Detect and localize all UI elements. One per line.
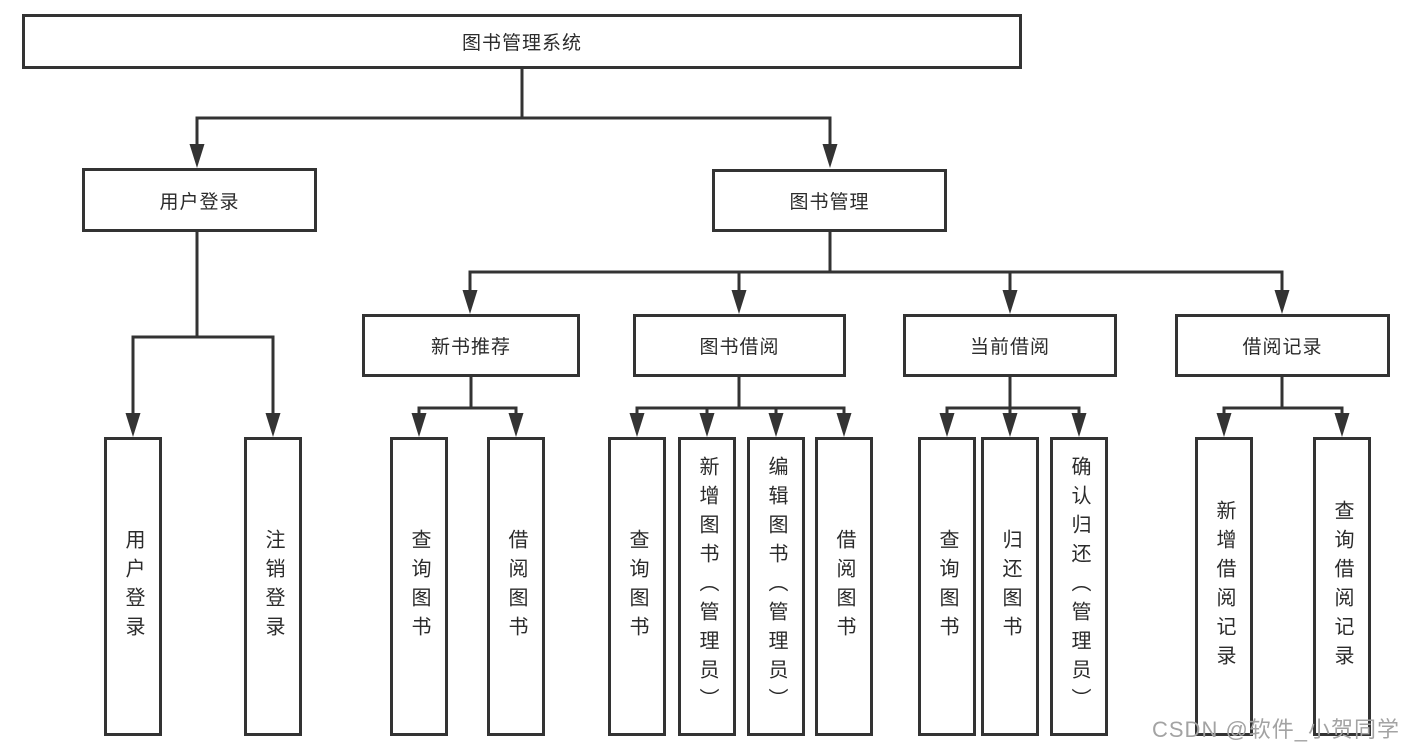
node-current-borrow: 当前借阅 bbox=[903, 314, 1117, 377]
leaf-query-books-borrow-label: 查询图书 bbox=[626, 528, 648, 645]
node-new-book-recommend: 新书推荐 bbox=[362, 314, 580, 377]
arrowhead bbox=[1071, 413, 1087, 437]
leaf-borrow-books-label: 借阅图书 bbox=[833, 528, 855, 645]
node-root-system: 图书管理系统 bbox=[22, 14, 1022, 69]
arrowhead bbox=[508, 413, 524, 437]
node-book-management: 图书管理 bbox=[712, 169, 947, 232]
arrowhead bbox=[462, 290, 478, 314]
leaf-borrow-books: 借阅图书 bbox=[815, 437, 873, 736]
leaf-return-books: 归还图书 bbox=[981, 437, 1039, 736]
connector-user-login-to-leaves bbox=[125, 230, 281, 437]
arrowhead bbox=[629, 413, 645, 437]
arrowhead bbox=[1216, 413, 1232, 437]
leaf-user-login-label: 用户登录 bbox=[122, 528, 144, 645]
leaf-add-borrow-record-label: 新增借阅记录 bbox=[1213, 499, 1235, 674]
leaf-query-borrow-record-label: 查询借阅记录 bbox=[1331, 499, 1353, 674]
leaf-confirm-return-admin: 确认归还（管理员） bbox=[1050, 437, 1108, 736]
arrowhead bbox=[699, 413, 715, 437]
node-current-borrow-label: 当前借阅 bbox=[969, 337, 1050, 358]
arrowhead bbox=[1002, 290, 1018, 314]
connector-current-borrow-to-leaves bbox=[939, 375, 1087, 437]
node-user-login: 用户登录 bbox=[82, 168, 317, 232]
leaf-add-borrow-record: 新增借阅记录 bbox=[1195, 437, 1253, 736]
arrowhead bbox=[1002, 413, 1018, 437]
arrowhead bbox=[822, 144, 838, 168]
leaf-query-books-current-label: 查询图书 bbox=[936, 528, 958, 645]
leaf-add-book-admin: 新增图书（管理员） bbox=[678, 437, 736, 736]
node-book-borrow-label: 图书借阅 bbox=[699, 337, 780, 358]
arrowhead bbox=[939, 413, 955, 437]
leaf-query-books-borrow: 查询图书 bbox=[608, 437, 666, 736]
leaf-query-books-current: 查询图书 bbox=[918, 437, 976, 736]
node-book-borrow: 图书借阅 bbox=[633, 314, 846, 377]
leaf-borrow-books-recommend-label: 借阅图书 bbox=[505, 528, 527, 645]
leaf-logout: 注销登录 bbox=[244, 437, 302, 736]
connector-book-management-to-level3 bbox=[462, 230, 1290, 314]
leaf-borrow-books-recommend: 借阅图书 bbox=[487, 437, 545, 736]
arrowhead bbox=[265, 413, 281, 437]
arrowhead bbox=[189, 144, 205, 168]
arrowhead bbox=[125, 413, 141, 437]
arrowhead bbox=[731, 290, 747, 314]
connector-root-to-level2 bbox=[189, 67, 838, 168]
leaf-query-books-recommend: 查询图书 bbox=[390, 437, 448, 736]
arrowhead bbox=[411, 413, 427, 437]
arrowhead bbox=[836, 413, 852, 437]
leaf-confirm-return-admin-label: 确认归还（管理员） bbox=[1068, 456, 1090, 717]
leaf-user-login: 用户登录 bbox=[104, 437, 162, 736]
arrowhead bbox=[1334, 413, 1350, 437]
leaf-return-books-label: 归还图书 bbox=[999, 528, 1021, 645]
leaf-logout-label: 注销登录 bbox=[262, 528, 284, 645]
connector-new-book-recommend-to-leaves bbox=[411, 375, 524, 437]
leaf-query-books-recommend-label: 查询图书 bbox=[408, 528, 430, 645]
node-book-management-label: 图书管理 bbox=[789, 192, 870, 213]
arrowhead bbox=[1274, 290, 1290, 314]
node-borrow-records-label: 借阅记录 bbox=[1242, 337, 1323, 358]
connector-borrow-records-to-leaves bbox=[1216, 375, 1350, 437]
leaf-edit-book-admin-label: 编辑图书（管理员） bbox=[765, 456, 787, 717]
node-user-login-label: 用户登录 bbox=[159, 191, 240, 213]
node-borrow-records: 借阅记录 bbox=[1175, 314, 1390, 377]
csdn-watermark: CSDN @软件_小贺同学 bbox=[1152, 717, 1401, 742]
leaf-edit-book-admin: 编辑图书（管理员） bbox=[747, 437, 805, 736]
leaf-add-book-admin-label: 新增图书（管理员） bbox=[696, 456, 718, 717]
arrowhead bbox=[768, 413, 784, 437]
node-new-book-recommend-label: 新书推荐 bbox=[430, 337, 511, 358]
connector-book-borrow-to-leaves bbox=[629, 375, 852, 437]
node-root-system-label: 图书管理系统 bbox=[461, 33, 582, 54]
leaf-query-borrow-record: 查询借阅记录 bbox=[1313, 437, 1371, 736]
